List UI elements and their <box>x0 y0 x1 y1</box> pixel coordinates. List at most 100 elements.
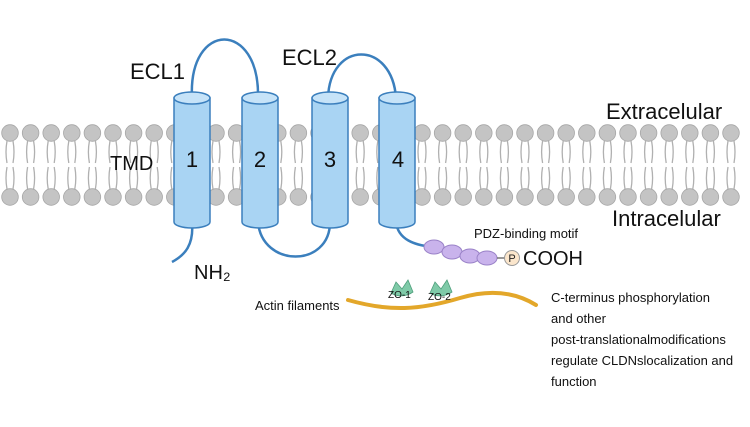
lipid-tail <box>211 166 214 190</box>
lipid-tail <box>355 166 358 190</box>
lipid-tail <box>540 140 544 164</box>
lipid-tail <box>499 140 503 164</box>
lipid-tail <box>630 166 633 190</box>
lipid-head <box>351 188 369 206</box>
lipid-head <box>619 124 637 142</box>
lipid-head <box>495 124 514 142</box>
lipid-tail <box>25 166 29 190</box>
lipid-head <box>660 124 678 142</box>
lipid-tail <box>479 140 482 164</box>
intracellular-loop <box>256 221 332 258</box>
lipid-tail <box>149 166 152 190</box>
lipid-tail <box>280 166 283 190</box>
lipid-tail <box>362 166 365 190</box>
lipid-head <box>351 124 369 142</box>
lipid-head <box>516 188 534 206</box>
regulation-note: C-terminus phosphorylation and other pos… <box>551 287 750 392</box>
lipid-head <box>1 188 19 206</box>
lipid-head <box>639 188 658 206</box>
lipid-tail <box>280 140 283 164</box>
lipid-head <box>63 188 81 206</box>
lipid-tail <box>67 140 70 164</box>
lipid-tail <box>568 140 571 164</box>
lipid-tail <box>692 140 695 164</box>
lipid-tail <box>547 166 551 190</box>
lipid-tail <box>465 140 468 164</box>
lipid-tail <box>458 140 461 164</box>
lipid-tail <box>561 140 564 164</box>
helix-3 <box>311 91 349 229</box>
lipid-tail <box>705 140 709 164</box>
lipid-tail <box>444 166 448 190</box>
lipid-tail <box>238 140 242 164</box>
lipid-head <box>63 124 81 142</box>
lipid-head <box>1 124 19 142</box>
lipid-tail <box>231 140 235 164</box>
lipid-head <box>598 124 617 142</box>
lipid-head <box>413 124 431 142</box>
lipid-tail <box>218 166 221 190</box>
zo-2-label: ZO-2 <box>428 292 451 303</box>
lipid-tail <box>444 140 448 164</box>
phosphate-label: P <box>508 253 515 265</box>
lipid-tail <box>520 140 523 164</box>
lipid-tail <box>424 166 427 190</box>
lipid-tail <box>108 166 111 190</box>
lipid-tail <box>527 166 530 190</box>
cooh-label: COOH <box>523 248 583 270</box>
lipid-head <box>413 188 431 206</box>
lipid-tail <box>623 140 626 164</box>
note-line: C-terminus phosphorylation <box>551 290 710 305</box>
lipid-tail <box>355 140 358 164</box>
zo-1-label: ZO-1 <box>388 290 411 301</box>
tmd-label: TMD <box>110 153 154 175</box>
lipid-head <box>536 124 555 142</box>
lipid-tail <box>424 140 427 164</box>
pdz-binding-motif-label: PDZ-binding motif <box>474 226 579 241</box>
lipid-head <box>21 124 40 142</box>
lipid-tail <box>692 166 695 190</box>
lipid-tail <box>547 140 551 164</box>
lipid-head <box>701 188 720 206</box>
lipid-head <box>42 124 60 142</box>
lipid-head <box>42 188 60 206</box>
lipid-tail <box>362 140 365 164</box>
lipid-head <box>578 124 596 142</box>
lipid-tail <box>486 166 489 190</box>
lipid-tail <box>582 140 585 164</box>
lipid-tail <box>664 166 667 190</box>
lipid-head <box>619 188 637 206</box>
lipid-head <box>722 188 740 206</box>
lipid-tail <box>486 140 489 164</box>
lipid-tail <box>479 166 482 190</box>
lipid-head <box>516 124 534 142</box>
lipid-tail <box>671 166 674 190</box>
lipid-tail <box>12 166 15 190</box>
helix-1-number: 1 <box>185 147 199 172</box>
lipid-tail <box>602 166 606 190</box>
lipid-tail <box>726 166 729 190</box>
pdz-bead <box>441 244 463 260</box>
zo-2-protein <box>429 279 453 297</box>
lipid-tail <box>25 140 29 164</box>
extracellular-label: Extracelular <box>606 99 723 124</box>
lipid-head <box>722 124 740 142</box>
lipid-head <box>454 124 472 142</box>
lipid-tail <box>465 166 468 190</box>
lipid-head <box>701 124 720 142</box>
lipid-tail <box>705 166 709 190</box>
lipid-head <box>124 188 143 206</box>
pdz-bead <box>423 239 445 255</box>
lipid-tail <box>128 140 132 164</box>
lipid-tail <box>94 166 98 190</box>
actin-filaments-label: Actin filaments <box>255 298 340 313</box>
lipid-head <box>145 124 163 142</box>
lipid-tail <box>74 166 77 190</box>
helix-2-number: 2 <box>253 147 267 172</box>
lipid-tail <box>650 140 654 164</box>
lipid-tail <box>685 140 688 164</box>
lipid-tail <box>293 166 297 190</box>
lipid-tail <box>458 166 461 190</box>
